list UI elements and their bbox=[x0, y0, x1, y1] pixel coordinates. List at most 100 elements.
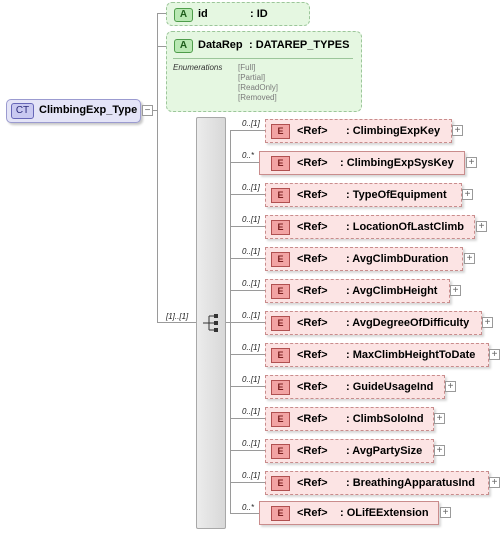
expand-toggle-icon[interactable]: + bbox=[476, 221, 487, 232]
connector bbox=[150, 110, 158, 111]
complex-type-node[interactable]: CT ClimbingExp_Type bbox=[6, 99, 141, 123]
element-ref-avgdegreeofdifficulty[interactable]: E <Ref> : AvgDegreeOfDifficulty bbox=[265, 311, 482, 335]
connector bbox=[230, 130, 231, 513]
element-name: : LocationOfLastClimb bbox=[346, 221, 464, 233]
expand-toggle-icon[interactable]: + bbox=[440, 507, 451, 518]
element-ref-avgpartysize[interactable]: E <Ref> : AvgPartySize bbox=[265, 439, 434, 463]
element-ref-label: <Ref> bbox=[297, 157, 328, 169]
element-cardinality: 0..[1] bbox=[242, 279, 260, 288]
element-badge: E bbox=[271, 252, 290, 267]
element-cardinality: 0..[1] bbox=[242, 407, 260, 416]
element-cardinality: 0..[1] bbox=[242, 439, 260, 448]
element-name: : AvgClimbHeight bbox=[346, 285, 438, 297]
element-cardinality: 0..[1] bbox=[242, 375, 260, 384]
attribute-badge: A bbox=[174, 8, 193, 22]
element-badge: E bbox=[271, 380, 290, 395]
element-badge: E bbox=[271, 506, 290, 521]
element-name: : AvgClimbDuration bbox=[346, 253, 449, 265]
attribute-id[interactable]: A id : ID bbox=[166, 2, 310, 26]
connector bbox=[230, 450, 265, 451]
attribute-datarep[interactable]: A DataRep : DATAREP_TYPES Enumerations [… bbox=[166, 31, 362, 112]
enumeration-value: [ReadOnly] bbox=[238, 83, 279, 92]
complex-type-badge: CT bbox=[11, 103, 34, 119]
connector bbox=[224, 322, 230, 323]
connector bbox=[157, 322, 197, 323]
connector bbox=[230, 194, 265, 195]
element-cardinality: 0..[1] bbox=[242, 247, 260, 256]
expand-toggle-icon[interactable]: + bbox=[482, 317, 493, 328]
element-ref-guideusageind[interactable]: E <Ref> : GuideUsageInd bbox=[265, 375, 445, 399]
expand-toggle-icon[interactable]: + bbox=[462, 189, 473, 200]
element-name: : ClimbingExpKey bbox=[346, 125, 441, 137]
connector bbox=[230, 226, 265, 227]
connector bbox=[230, 418, 265, 419]
element-name: : ClimbingExpSysKey bbox=[340, 157, 454, 169]
connector bbox=[230, 258, 265, 259]
attribute-type: : ID bbox=[250, 8, 268, 20]
element-badge: E bbox=[271, 284, 290, 299]
element-name: : BreathingApparatusInd bbox=[346, 477, 475, 489]
complex-type-name: ClimbingExp_Type bbox=[39, 104, 138, 116]
element-name: : AvgPartySize bbox=[346, 445, 423, 457]
element-ref-climbingexpkey[interactable]: E <Ref> : ClimbingExpKey bbox=[265, 119, 452, 143]
connector bbox=[230, 290, 265, 291]
element-ref-label: <Ref> bbox=[297, 285, 328, 297]
element-badge: E bbox=[271, 188, 290, 203]
expand-toggle-icon[interactable]: + bbox=[489, 477, 500, 488]
element-badge: E bbox=[271, 476, 290, 491]
expand-toggle-icon[interactable]: + bbox=[450, 285, 461, 296]
element-cardinality: 0..[1] bbox=[242, 215, 260, 224]
collapse-toggle-icon[interactable]: − bbox=[142, 105, 153, 116]
element-ref-label: <Ref> bbox=[297, 253, 328, 265]
connector bbox=[157, 13, 168, 14]
element-badge: E bbox=[271, 412, 290, 427]
connector bbox=[230, 386, 265, 387]
attribute-type: : DATAREP_TYPES bbox=[249, 39, 350, 51]
element-ref-label: <Ref> bbox=[297, 477, 328, 489]
element-badge: E bbox=[271, 220, 290, 235]
element-cardinality: 0..* bbox=[242, 503, 255, 512]
connector bbox=[230, 513, 259, 514]
element-ref-typeofequipment[interactable]: E <Ref> : TypeOfEquipment bbox=[265, 183, 462, 207]
enumeration-value: [Full] bbox=[238, 63, 256, 72]
element-ref-label: <Ref> bbox=[297, 445, 328, 457]
element-cardinality: 0..[1] bbox=[242, 119, 260, 128]
element-badge: E bbox=[271, 316, 290, 331]
element-name: : OLifEExtension bbox=[340, 507, 429, 519]
expand-toggle-icon[interactable]: + bbox=[489, 349, 500, 360]
element-ref-avgclimbheight[interactable]: E <Ref> : AvgClimbHeight bbox=[265, 279, 450, 303]
attribute-name: DataRep bbox=[198, 39, 243, 51]
expand-toggle-icon[interactable]: + bbox=[452, 125, 463, 136]
enumeration-value: [Removed] bbox=[238, 93, 277, 102]
element-ref-maxclimbheighttodate[interactable]: E <Ref> : MaxClimbHeightToDate bbox=[265, 343, 489, 367]
expand-toggle-icon[interactable]: + bbox=[466, 157, 477, 168]
element-ref-label: <Ref> bbox=[297, 221, 328, 233]
element-ref-breathingapparatusind[interactable]: E <Ref> : BreathingApparatusInd bbox=[265, 471, 489, 495]
expand-toggle-icon[interactable]: + bbox=[464, 253, 475, 264]
attribute-divider bbox=[173, 58, 353, 59]
element-ref-label: <Ref> bbox=[297, 317, 328, 329]
element-ref-label: <Ref> bbox=[297, 125, 328, 137]
element-badge: E bbox=[271, 348, 290, 363]
connector bbox=[157, 46, 168, 47]
element-ref-climbingexpsyskey[interactable]: E <Ref> : ClimbingExpSysKey bbox=[259, 151, 465, 175]
element-ref-locationoflastclimb[interactable]: E <Ref> : LocationOfLastClimb bbox=[265, 215, 475, 239]
expand-toggle-icon[interactable]: + bbox=[434, 413, 445, 424]
element-ref-climbsoloind[interactable]: E <Ref> : ClimbSoloInd bbox=[265, 407, 434, 431]
element-ref-olifeextension[interactable]: E <Ref> : OLifEExtension bbox=[259, 501, 439, 525]
connector bbox=[157, 13, 158, 323]
enumerations-label: Enumerations bbox=[173, 63, 223, 72]
expand-toggle-icon[interactable]: + bbox=[445, 381, 456, 392]
element-name: : TypeOfEquipment bbox=[346, 189, 447, 201]
expand-toggle-icon[interactable]: + bbox=[434, 445, 445, 456]
connector bbox=[230, 162, 259, 163]
connector bbox=[230, 322, 265, 323]
element-ref-avgclimbduration[interactable]: E <Ref> : AvgClimbDuration bbox=[265, 247, 463, 271]
enumeration-value: [Partial] bbox=[238, 73, 266, 82]
sequence-compositor[interactable] bbox=[196, 117, 226, 529]
element-ref-label: <Ref> bbox=[297, 349, 328, 361]
connector bbox=[230, 482, 265, 483]
element-cardinality: 0..[1] bbox=[242, 311, 260, 320]
element-ref-label: <Ref> bbox=[297, 381, 328, 393]
element-name: : AvgDegreeOfDifficulty bbox=[346, 317, 470, 329]
